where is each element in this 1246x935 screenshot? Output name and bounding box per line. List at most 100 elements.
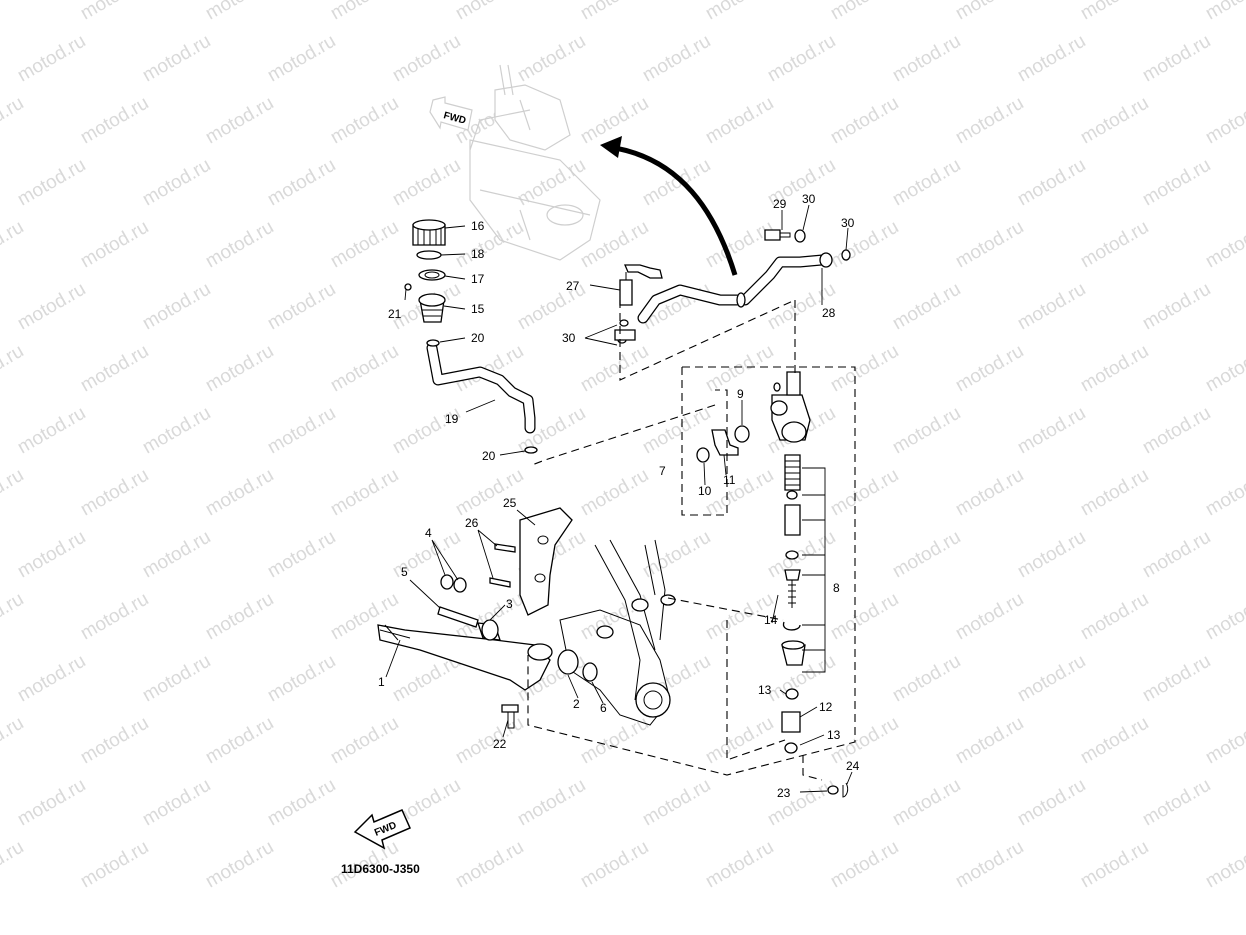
watermark-text: motod.ru <box>202 713 277 769</box>
watermark-text: motod.ru <box>77 217 152 273</box>
watermark-text: motod.ru <box>827 837 902 893</box>
callout-22: 22 <box>493 737 507 751</box>
watermark-text: motod.ru <box>139 403 214 459</box>
watermark-text: motod.ru <box>452 465 527 521</box>
watermark-text: motod.ru <box>764 527 839 583</box>
watermark-text: motod.ru <box>702 0 777 24</box>
watermark-text: motod.ru <box>889 527 964 583</box>
watermark-text: motod.ru <box>14 155 89 211</box>
watermark-text: motod.ru <box>327 0 402 24</box>
watermark-text: motod.ru <box>202 0 277 24</box>
watermark-text: motod.ru <box>0 341 27 397</box>
watermark-text: motod.ru <box>14 527 89 583</box>
watermark-text: motod.ru <box>889 651 964 707</box>
watermark-text: motod.ru <box>14 775 89 831</box>
watermark-text: motod.ru <box>327 217 402 273</box>
watermark-text: motod.ru <box>1202 465 1246 521</box>
watermark-text: motod.ru <box>0 465 27 521</box>
watermark-text: motod.ru <box>1202 713 1246 769</box>
watermark-text: motod.ru <box>202 93 277 149</box>
watermark-text: motod.ru <box>577 341 652 397</box>
watermark-text: motod.ru <box>77 341 152 397</box>
watermark-text: motod.ru <box>1202 589 1246 645</box>
watermark-text: motod.ru <box>577 465 652 521</box>
watermark-text: motod.ru <box>577 0 652 24</box>
watermark-text: motod.ru <box>952 837 1027 893</box>
watermark-text: motod.ru <box>327 341 402 397</box>
callout-5: 5 <box>401 565 408 579</box>
watermark-text: motod.ru <box>1202 93 1246 149</box>
watermark-text: motod.ru <box>202 341 277 397</box>
watermark-text: motod.ru <box>1014 651 1089 707</box>
callout-24: 24 <box>846 759 860 773</box>
watermark-text: motod.ru <box>77 837 152 893</box>
watermark-text: motod.ru <box>452 713 527 769</box>
callout-29: 29 <box>773 197 787 211</box>
watermark-text: motod.ru <box>452 837 527 893</box>
brake-pedal <box>377 574 598 729</box>
callout-13-top: 13 <box>758 683 772 697</box>
watermark-text: motod.ru <box>1014 403 1089 459</box>
watermark-layer: motod.ru motod.ru motod.ru motod.ru motod.ru… <box>0 0 1246 892</box>
watermark-text: motod.ru <box>14 403 89 459</box>
watermark-text: motod.ru <box>1077 0 1152 24</box>
watermark-text: motod.ru <box>952 0 1027 24</box>
watermark-text: motod.ru <box>1077 713 1152 769</box>
callout-12: 12 <box>819 700 833 714</box>
watermark-text: motod.ru <box>1077 93 1152 149</box>
watermark-text: motod.ru <box>264 31 339 87</box>
watermark-text: motod.ru <box>202 217 277 273</box>
watermark-text: motod.ru <box>1202 0 1246 24</box>
watermark-text: motod.ru <box>1077 341 1152 397</box>
watermark-text: motod.ru <box>952 341 1027 397</box>
cylinder-kit <box>781 454 826 754</box>
callout-1: 1 <box>378 675 385 689</box>
watermark-text: motod.ru <box>1014 155 1089 211</box>
watermark-text: motod.ru <box>1139 279 1214 335</box>
callout-21: 21 <box>388 307 402 321</box>
frame-background <box>469 64 601 261</box>
watermark-text: motod.ru <box>389 31 464 87</box>
watermark-text: motod.ru <box>1014 527 1089 583</box>
watermark-text: motod.ru <box>139 527 214 583</box>
callout-3: 3 <box>506 597 513 611</box>
watermark-text: motod.ru <box>327 713 402 769</box>
callout-30-mid: 30 <box>802 192 816 206</box>
watermark-text: motod.ru <box>77 93 152 149</box>
callout-30-right: 30 <box>841 216 855 230</box>
callout-11: 11 <box>723 473 736 487</box>
watermark-text: motod.ru <box>889 31 964 87</box>
watermark-text: motod.ru <box>514 775 589 831</box>
watermark-text: motod.ru <box>389 155 464 211</box>
watermark-text: motod.ru <box>639 775 714 831</box>
callout-30-left: 30 <box>562 331 576 345</box>
callout-17: 17 <box>471 272 485 286</box>
watermark-text: motod.ru <box>0 713 27 769</box>
watermark-text: motod.ru <box>577 589 652 645</box>
watermark-text: motod.ru <box>827 0 902 24</box>
watermark-text: motod.ru <box>514 31 589 87</box>
watermark-text: motod.ru <box>952 713 1027 769</box>
callout-20-top: 20 <box>471 331 485 345</box>
direction-arrow-icon: FWD <box>353 809 411 850</box>
watermark-text: motod.ru <box>0 589 27 645</box>
callout-26: 26 <box>465 516 479 530</box>
watermark-text: motod.ru <box>1139 775 1214 831</box>
reservoir-hose <box>426 339 538 454</box>
watermark-text: motod.ru <box>952 465 1027 521</box>
watermark-text: motod.ru <box>1014 279 1089 335</box>
watermark-text: motod.ru <box>139 651 214 707</box>
watermark-text: motod.ru <box>1202 217 1246 273</box>
watermark-text: motod.ru <box>0 93 27 149</box>
watermark-text: motod.ru <box>452 0 527 24</box>
callout-27: 27 <box>566 279 580 293</box>
callout-labels: 16 18 17 15 21 20 19 20 27 30 29 30 30 2… <box>378 192 860 800</box>
watermark-text: motod.ru <box>139 279 214 335</box>
watermark-text: motod.ru <box>202 837 277 893</box>
callout-7: 7 <box>659 464 666 478</box>
callout-23: 23 <box>777 786 791 800</box>
watermark-text: motod.ru <box>77 589 152 645</box>
watermark-text: motod.ru <box>702 713 777 769</box>
watermark-text: motod.ru <box>827 217 902 273</box>
watermark-text: motod.ru <box>0 0 27 24</box>
